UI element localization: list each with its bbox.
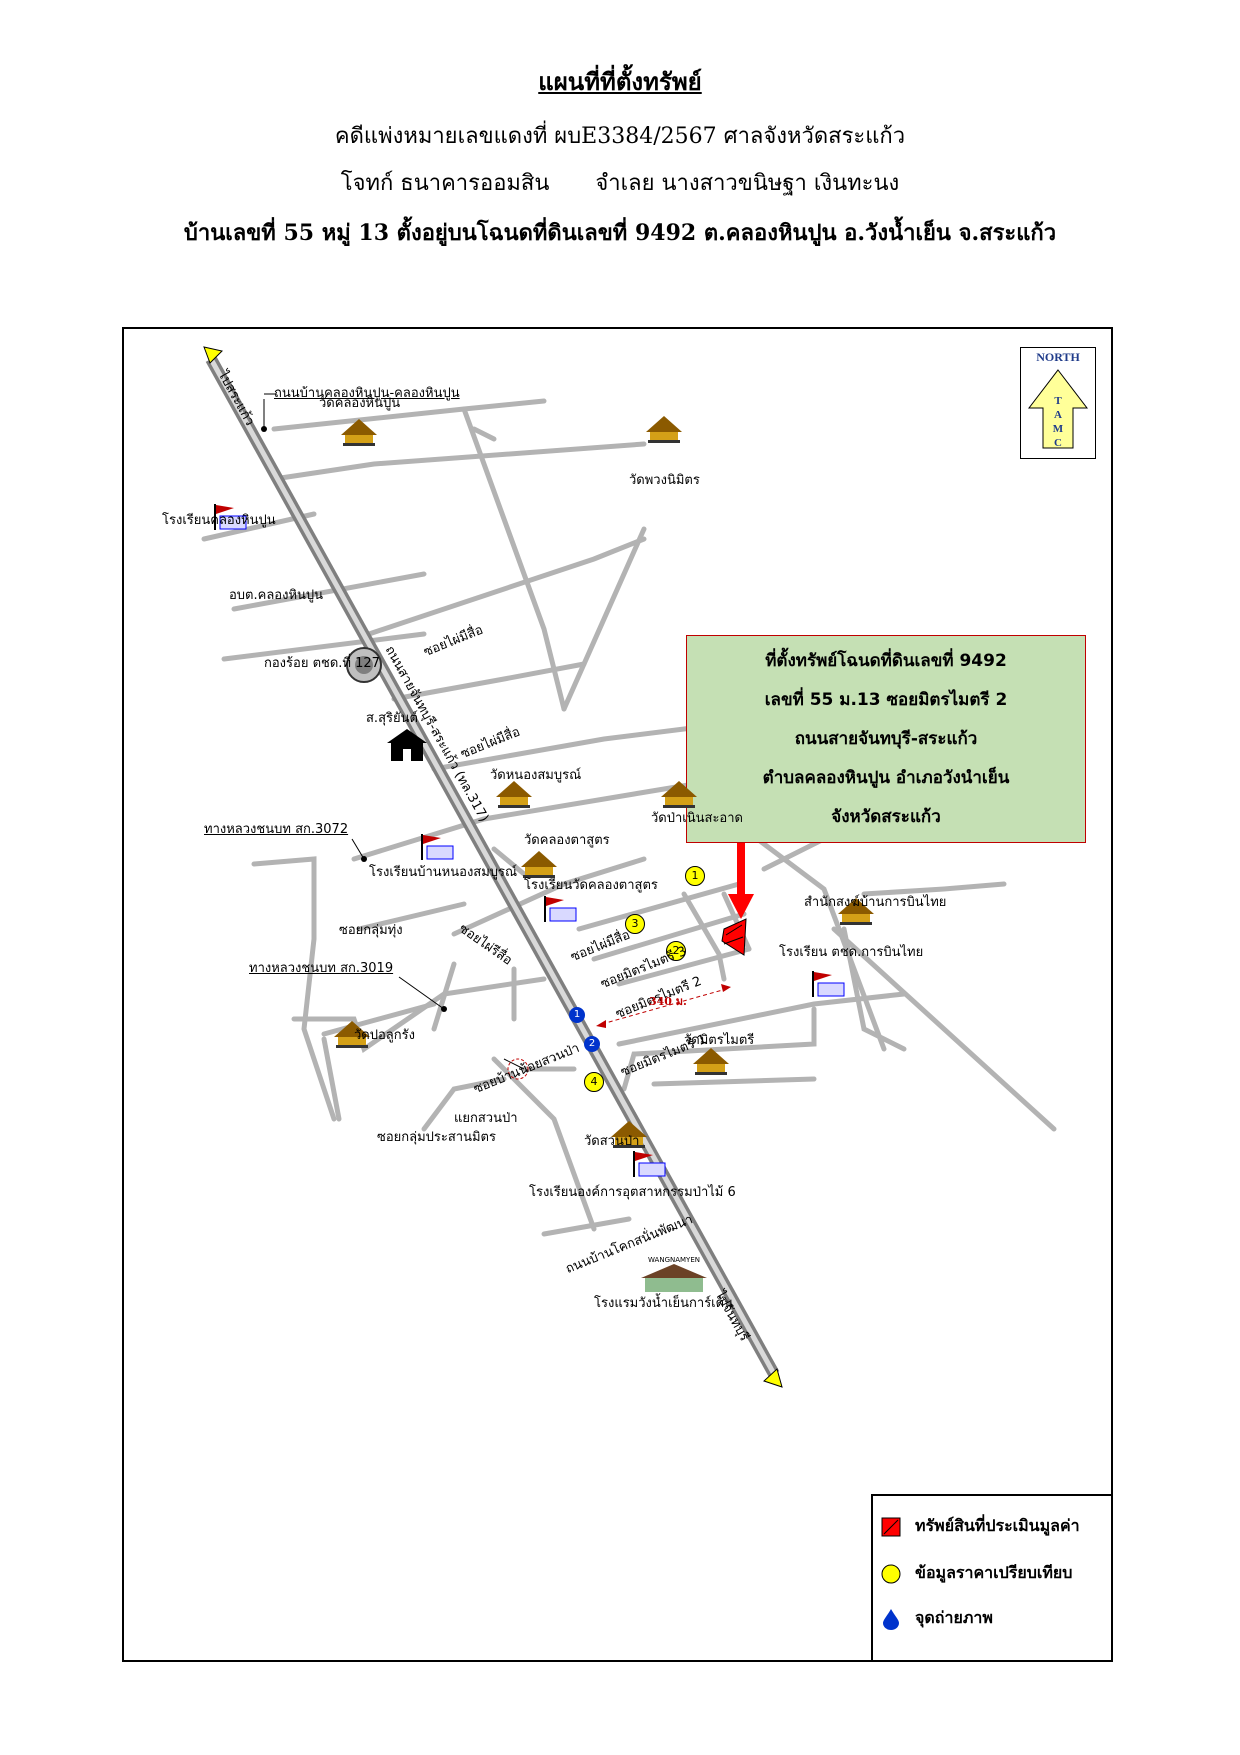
plaintiff: โจทก์ ธนาคารออมสิน <box>340 171 550 196</box>
photo-point-marker[interactable]: 1 <box>569 1007 585 1023</box>
health-office-label: ส.สุริยันต์ <box>366 711 418 726</box>
temple-icon <box>341 419 377 446</box>
callout-line: เลขที่ 55 ม.13 ซอยมิตรไมตรี 2 <box>764 689 1008 710</box>
temple-icon <box>646 416 682 443</box>
temple-icon <box>496 781 532 808</box>
legend-item: ทรัพย์สินที่ประเมินมูลค่า <box>881 1514 1080 1539</box>
red-square-icon <box>881 1517 901 1536</box>
soi-label: ซอยกลุ่มประสานมิตร <box>377 1130 496 1145</box>
police-label: กองร้อย ตชด.ที่ 127 <box>264 656 380 671</box>
police-seal-icon <box>346 647 382 683</box>
school-label: โรงเรียน ตชด.การบินไทย <box>779 945 924 960</box>
school-icon <box>633 1151 666 1177</box>
defendant: จำเลย นางสาวขนิษฐา เงินทะนง <box>595 171 900 196</box>
property-parcel <box>721 918 747 956</box>
comparable-marker[interactable]: 1 <box>685 866 705 886</box>
hotel-label: โรงแรมวังน้ำเย็นการ์เด้น <box>594 1296 733 1311</box>
blue-drop-icon <box>883 1608 899 1630</box>
callout-line: ถนนสายจันทบุรี-สระแก้ว <box>794 728 978 749</box>
hotel-icon: WANGNAMYEN <box>641 1256 707 1292</box>
north-arrow: NORTH T A M C <box>1020 347 1096 459</box>
svg-text:WANGNAMYEN: WANGNAMYEN <box>648 1256 700 1264</box>
comparable-marker[interactable]: 4 <box>584 1072 604 1092</box>
page-title: แผนที่ที่ตั้งทรัพย์ <box>538 67 702 96</box>
road-network <box>201 346 1067 1388</box>
parties-line: โจทก์ ธนาคารออมสิน จำเลย นางสาวขนิษฐา เงิ… <box>0 165 1240 200</box>
temple-label: วัดคลองหินปูน <box>319 396 401 411</box>
school-icon <box>812 971 845 997</box>
north-label: NORTH <box>1036 350 1080 364</box>
temple-label: วัดมิตรไมตรี <box>684 1033 755 1048</box>
school-icon <box>421 834 454 860</box>
junction-label: แยกสวนป่า <box>454 1111 518 1126</box>
legend-label: จุดถ่ายภาพ <box>915 1608 993 1627</box>
legend-label: ข้อมูลราคาเปรียบเทียบ <box>915 1563 1073 1582</box>
photo-point-marker[interactable]: 2 <box>584 1036 600 1052</box>
school-label: โรงเรียนคลองหินปูน <box>162 513 276 528</box>
temple-label: วัดคลองตาสูตร <box>524 833 610 848</box>
temple-label: วัดพวงนิมิตร <box>629 473 700 488</box>
map-legend: ทรัพย์สินที่ประเมินมูลค่า ข้อมูลราคาเปรี… <box>871 1494 1111 1660</box>
road-label: ทางหลวงชนบท สก.3072 <box>204 822 349 837</box>
location-map[interactable]: NORTH T A M C ที่ตั้งทรัพย์โฉนดที่ดินเลข… <box>122 327 1113 1662</box>
house-icon <box>387 729 427 761</box>
school-icon <box>214 504 247 530</box>
temple-icon <box>693 1048 729 1075</box>
school-label: โรงเรียนวัดคลองตาสูตร <box>524 878 658 893</box>
property-callout: ที่ตั้งทรัพย์โฉนดที่ดินเลขที่ 9492 เลขที… <box>686 635 1086 843</box>
legend-item: ข้อมูลราคาเปรียบเทียบ <box>881 1561 1072 1586</box>
soi-label: ซอยกลุ่มทุ่ง <box>339 923 403 938</box>
tamc-letters: T A M C <box>1052 395 1064 449</box>
school-icon <box>544 896 577 922</box>
legend-item: จุดถ่ายภาพ <box>881 1606 993 1631</box>
road-label: ถนนบ้านคลองหินปูน-คลองหินปูน <box>274 386 460 401</box>
temple-icon <box>661 781 697 808</box>
legend-label: ทรัพย์สินที่ประเมินมูลค่า <box>915 1516 1080 1535</box>
comparable-marker[interactable]: 3 <box>625 914 645 934</box>
callout-line: จังหวัดสระแก้ว <box>831 806 941 827</box>
callout-line: ตำบลคลองหินปูน อำเภอวังนำเย็น <box>762 767 1010 788</box>
case-line: คดีแพ่งหมายเลขแดงที่ ผบE3384/2567 ศาลจัง… <box>334 124 906 149</box>
yellow-circle-icon <box>881 1564 901 1583</box>
comparable-marker[interactable]: 2 <box>666 941 686 961</box>
road-arrow-icon <box>203 346 783 1388</box>
distance-label: 340 ม. <box>649 995 687 1008</box>
school-label: โรงเรียนบ้านหนองสมบูรณ์ <box>369 865 518 880</box>
school-label: โรงเรียนองค์การอุตสาหกรรมป่าไม้ 6 <box>529 1185 736 1200</box>
temple-icon <box>334 1021 370 1048</box>
temple-icon <box>521 851 557 878</box>
temple-icon <box>838 898 874 925</box>
sao-label: อบต.คลองหินปูน <box>229 588 324 603</box>
temple-label: วัดป่าเนินสะอาด <box>651 811 743 826</box>
temple-label: วัดสวนป่า <box>584 1134 640 1149</box>
temple-label: วัดปอลูกรัง <box>354 1028 415 1043</box>
temple-icon <box>611 1121 647 1148</box>
north-arrow-icon <box>1027 369 1089 449</box>
temple-label: วัดหนองสมบูรณ์ <box>490 768 582 783</box>
road-label: ทางหลวงชนบท สก.3019 <box>249 961 394 976</box>
temple-label: สำนักสงฆ์บ้านการบินไทย <box>804 895 947 910</box>
callout-line: ที่ตั้งทรัพย์โฉนดที่ดินเลขที่ 9492 <box>765 650 1007 671</box>
address-line: บ้านเลขที่ 55 หมู่ 13 ตั้งอยู่บนโฉนดที่ด… <box>183 220 1057 246</box>
